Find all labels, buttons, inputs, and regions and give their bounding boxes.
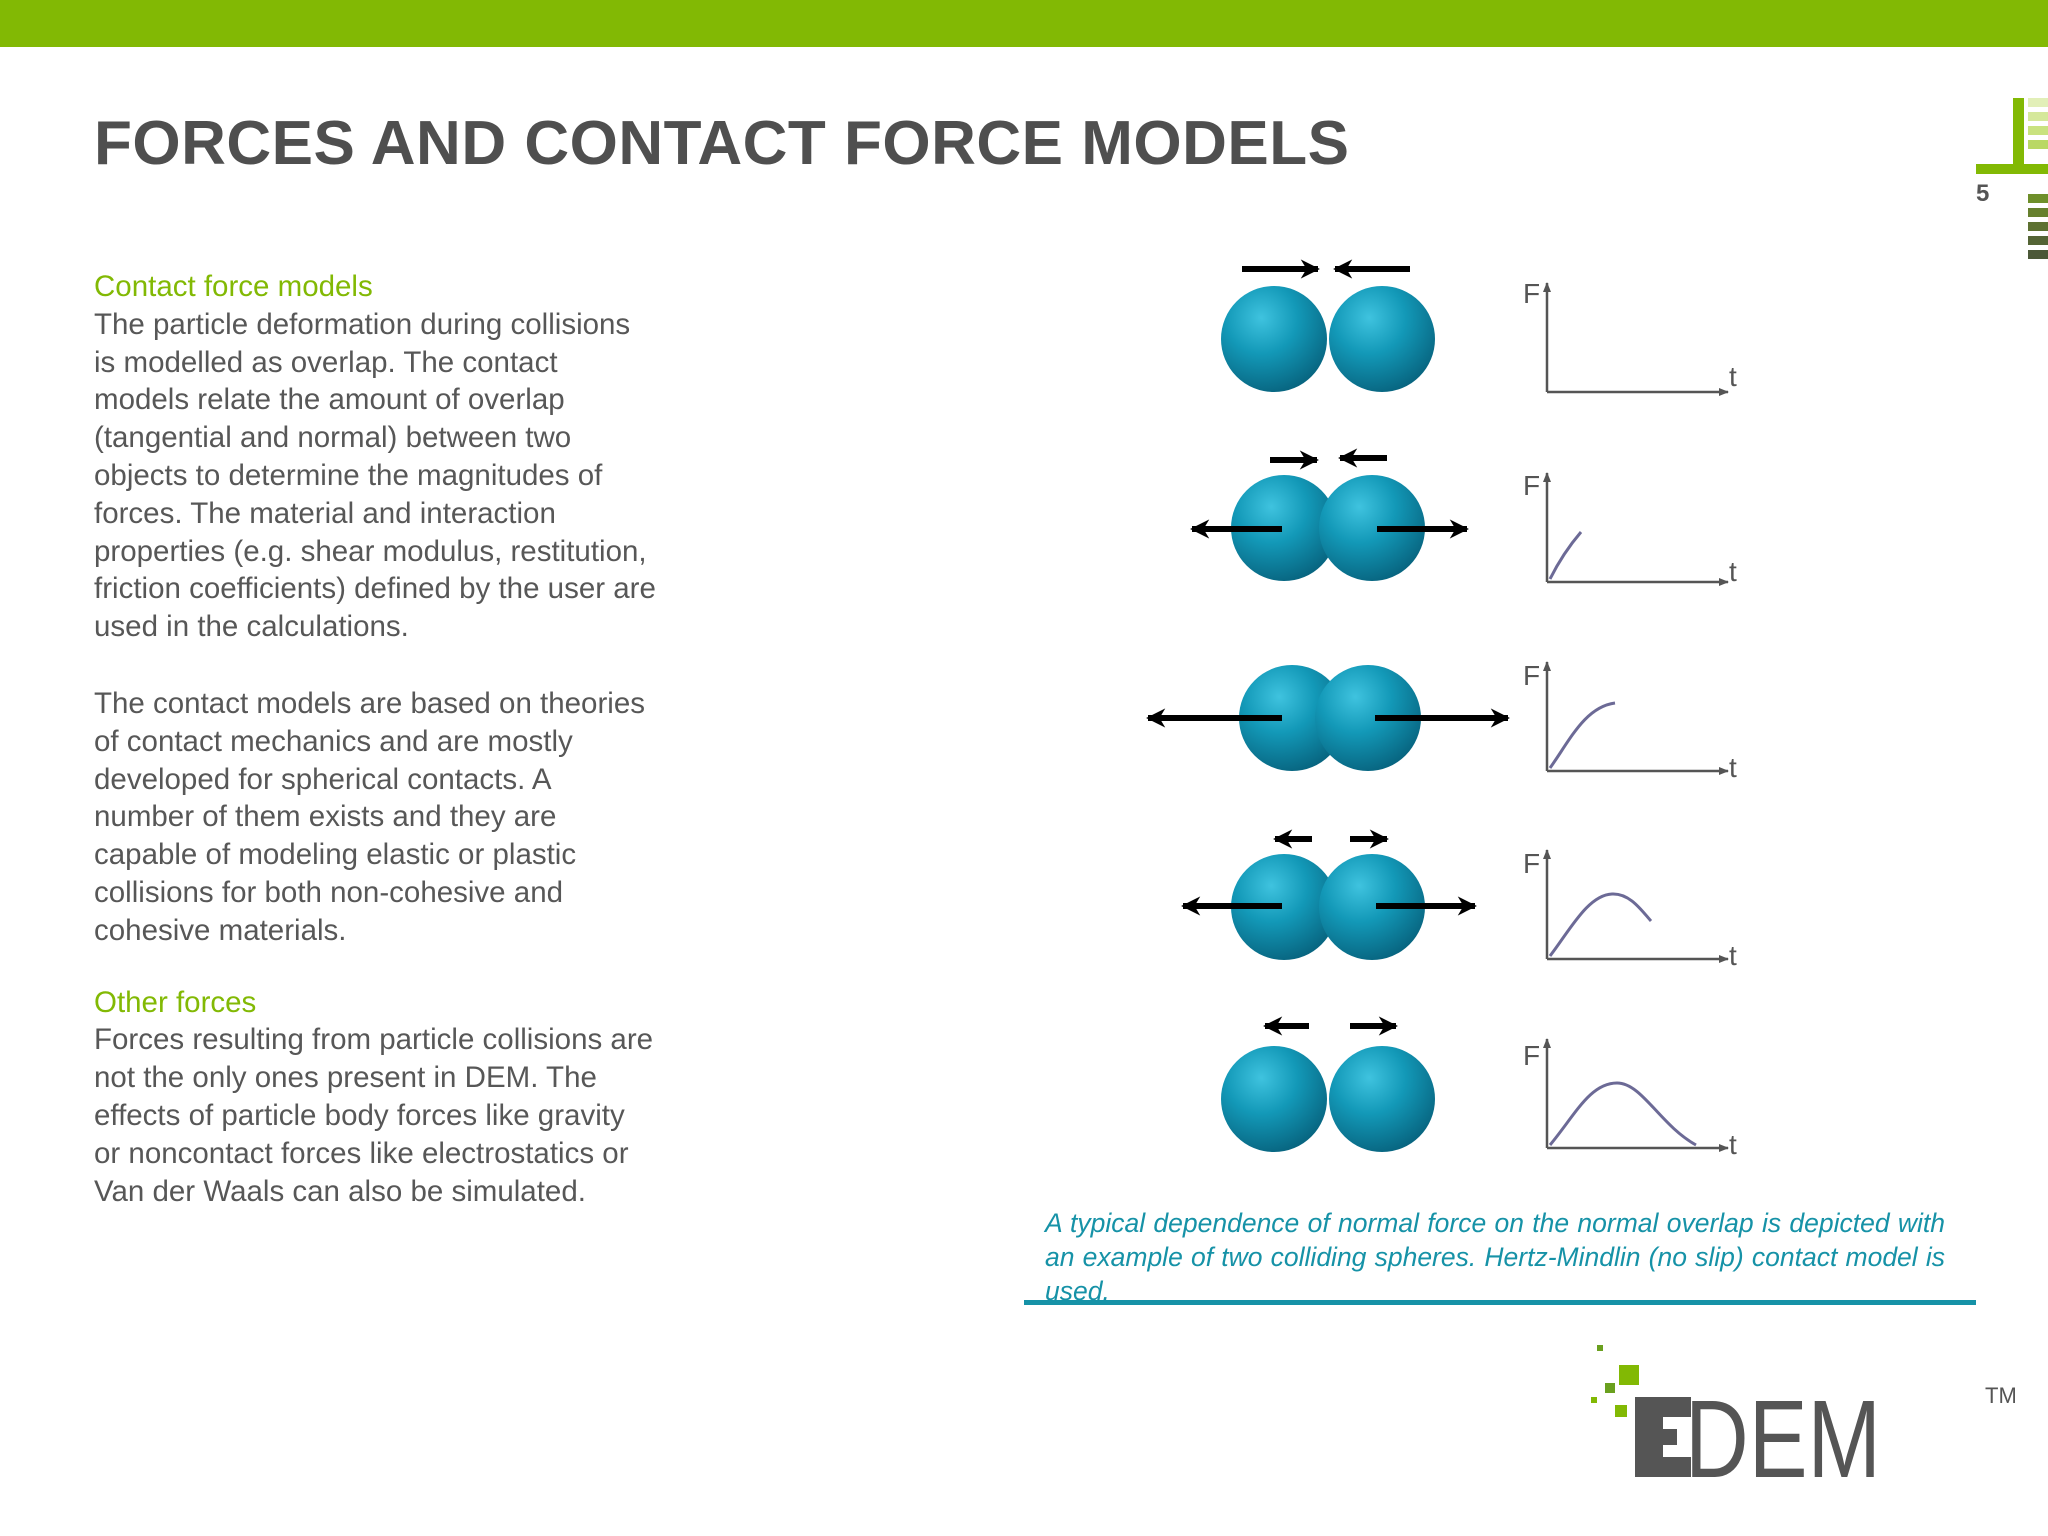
- figure-caption: A typical dependence of normal force on …: [1045, 1208, 1945, 1306]
- collision-figure: F t F t F t: [1146, 259, 1737, 1160]
- text-line: of contact mechanics and are mostly: [94, 724, 573, 758]
- text-line: The contact models are based on theories: [94, 686, 645, 720]
- axis-f-label: F: [1523, 660, 1540, 691]
- text-line: is modelled as overlap. The contact: [94, 345, 558, 379]
- sphere-right: [1329, 1046, 1435, 1152]
- text-line: used in the calculations.: [94, 610, 409, 644]
- axis-t-label: t: [1729, 752, 1737, 783]
- sphere-left: [1221, 286, 1327, 392]
- axis-t-label: t: [1729, 361, 1737, 392]
- other-forces-heading: Other forces: [94, 985, 257, 1019]
- text-line: effects of particle body forces like gra…: [94, 1098, 625, 1132]
- slide-title: FORCES AND CONTACT FORCE MODELS: [94, 109, 1350, 178]
- force-curve: [1548, 701, 1616, 769]
- axis-t-label: t: [1729, 940, 1737, 971]
- corner-decoration: [1976, 98, 2048, 263]
- text-line: properties (e.g. shear modulus, restitut…: [94, 534, 647, 568]
- force-time-graph: F t: [1523, 1038, 1737, 1160]
- text-line: objects to determine the magnitudes of: [94, 458, 603, 492]
- text-line: developed for spherical contacts. A: [94, 762, 552, 796]
- text-line: cohesive materials.: [94, 913, 347, 947]
- stage-initial-contact: F t: [1190, 448, 1737, 587]
- force-time-graph: F t: [1523, 660, 1737, 783]
- sphere-right: [1329, 286, 1435, 392]
- logo-wordmark: DEM: [1685, 1378, 1881, 1495]
- axis-t-label: t: [1729, 556, 1737, 587]
- text-line: collisions for both non-cohesive and: [94, 875, 564, 909]
- text-line: The particle deformation during collisio…: [94, 307, 631, 341]
- page-number: 5: [1976, 180, 1990, 207]
- stage-separated: F t: [1221, 1016, 1737, 1160]
- stage-separation-start: F t: [1181, 829, 1737, 971]
- axis-f-label: F: [1523, 1040, 1540, 1071]
- axis-f-label: F: [1523, 470, 1540, 501]
- logo-e-mark: [1635, 1397, 1691, 1477]
- force-time-graph: F t: [1523, 848, 1737, 971]
- stage-max-overlap: F t: [1146, 660, 1737, 783]
- force-curve: [1548, 892, 1653, 957]
- text-line: Van der Waals can also be simulated.: [94, 1174, 586, 1208]
- sphere-right: [1319, 475, 1425, 581]
- text-line: capable of modeling elastic or plastic: [94, 838, 577, 872]
- axis-f-label: F: [1523, 278, 1540, 309]
- text-line: forces. The material and interaction: [94, 496, 556, 530]
- top-accent-bar: [0, 0, 2048, 47]
- caption-divider: [1024, 1300, 1976, 1305]
- edem-logo: DEM TM: [1591, 1345, 2015, 1495]
- text-line: (tangential and normal) between two: [94, 421, 572, 455]
- sphere-left: [1231, 854, 1337, 960]
- force-curve: [1548, 531, 1583, 580]
- sphere-left: [1231, 475, 1337, 581]
- text-line: friction coefficients) defined by the us…: [94, 572, 656, 606]
- axis-t-label: t: [1729, 1129, 1737, 1160]
- text-line: not the only ones present in DEM. The: [94, 1061, 597, 1095]
- text-line: models relate the amount of overlap: [94, 383, 565, 417]
- force-time-graph: F t: [1523, 278, 1737, 396]
- text-line: Forces resulting from particle collision…: [94, 1023, 654, 1057]
- stage-approach: F t: [1221, 259, 1737, 396]
- text-column: Contact force models The particle deform…: [94, 268, 714, 1210]
- contact-heading: Contact force models: [94, 270, 373, 303]
- theory-paragraph: The contact models are based on theories…: [94, 685, 714, 950]
- trademark-symbol: TM: [1985, 1383, 2015, 1408]
- sphere-right: [1319, 854, 1425, 960]
- sphere-right: [1315, 665, 1421, 771]
- other-forces-paragraph: Forces resulting from particle collision…: [94, 1021, 714, 1210]
- logo-pixel-icon: [1591, 1345, 1639, 1417]
- text-line: or noncontact forces like electrostatics…: [94, 1136, 629, 1170]
- force-time-graph: F t: [1523, 470, 1737, 587]
- contact-paragraph: The particle deformation during collisio…: [94, 306, 714, 646]
- axis-f-label: F: [1523, 848, 1540, 879]
- text-line: number of them exists and they are: [94, 800, 557, 834]
- sphere-left: [1221, 1046, 1327, 1152]
- sphere-left: [1239, 665, 1345, 771]
- force-curve: [1548, 1081, 1697, 1147]
